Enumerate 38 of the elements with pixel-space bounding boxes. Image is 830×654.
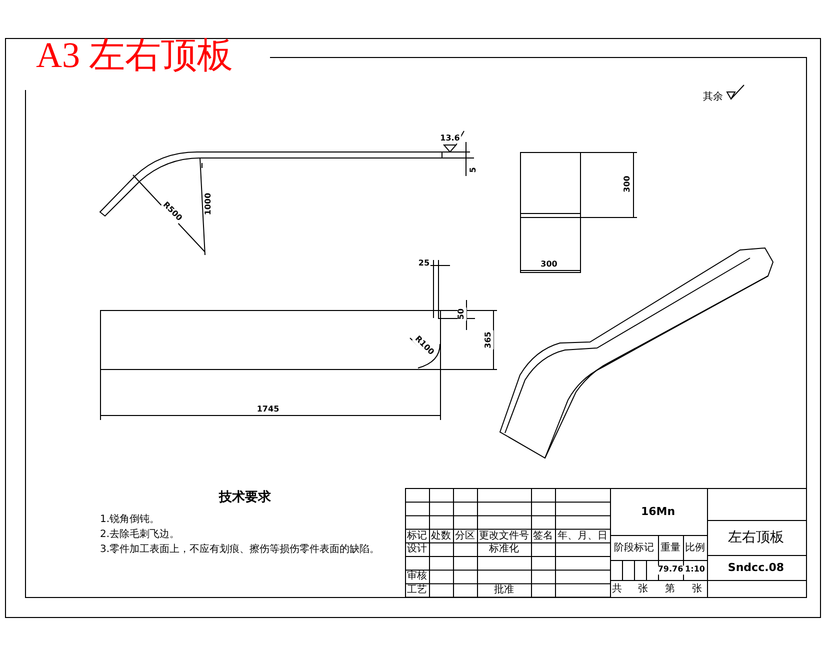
title-block-text: 工艺	[407, 584, 427, 596]
title-block-text: 共	[612, 584, 622, 594]
dimension-label: 5	[470, 166, 478, 174]
title-block-text: 更改文件号	[479, 530, 529, 542]
title-block-text: 1:10	[684, 566, 706, 574]
requirement-text: 2.去除毛刺飞边。	[100, 529, 180, 540]
dimension-label: 25	[417, 260, 431, 268]
material-text: 16Mn	[640, 506, 676, 518]
title-block-text: 设计	[407, 544, 427, 555]
title-block-text: 张	[638, 584, 648, 594]
title-block-text: 重量	[660, 542, 680, 554]
section-heading: 技术要求	[219, 490, 271, 506]
title-block-text: 比例	[685, 542, 705, 554]
title-block-text: 审核	[407, 570, 427, 582]
title-block-text: 签名	[533, 530, 553, 542]
dimension-label: 1000	[204, 192, 214, 216]
part-name-text: 左右顶板	[728, 530, 784, 546]
sheet-title: A3 左右顶板	[36, 36, 233, 76]
dimension-label: 13.6	[439, 134, 461, 144]
title-block-text: 第	[665, 584, 675, 594]
requirement-text: 1.锐角倒钝。	[100, 514, 160, 525]
title-block-text: 标记	[407, 530, 427, 542]
drawing-number-text: Sndcc.08	[728, 562, 784, 574]
dimension-label: 50	[458, 307, 466, 321]
dimension-label: 365	[484, 330, 494, 350]
title-block-text: 年、月、日	[558, 530, 608, 542]
title-block-text: 张	[692, 584, 702, 594]
title-block-text: 处数	[431, 530, 451, 542]
title-block-text: 标准化	[489, 544, 519, 555]
dimension-label: 300	[624, 174, 632, 194]
note-text: 其余	[703, 92, 723, 102]
requirement-text: 3.零件加工表面上，不应有划痕、擦伤等损伤零件表面的缺陷。	[100, 544, 380, 555]
title-block-text: 批准	[494, 584, 514, 596]
title-block-text: 79.76	[656, 566, 684, 574]
title-block-text: 阶段标记	[614, 542, 654, 554]
title-block-text: 分区	[455, 530, 475, 542]
dimension-label: 300	[540, 260, 558, 270]
dimension-label: 1745	[256, 406, 280, 414]
